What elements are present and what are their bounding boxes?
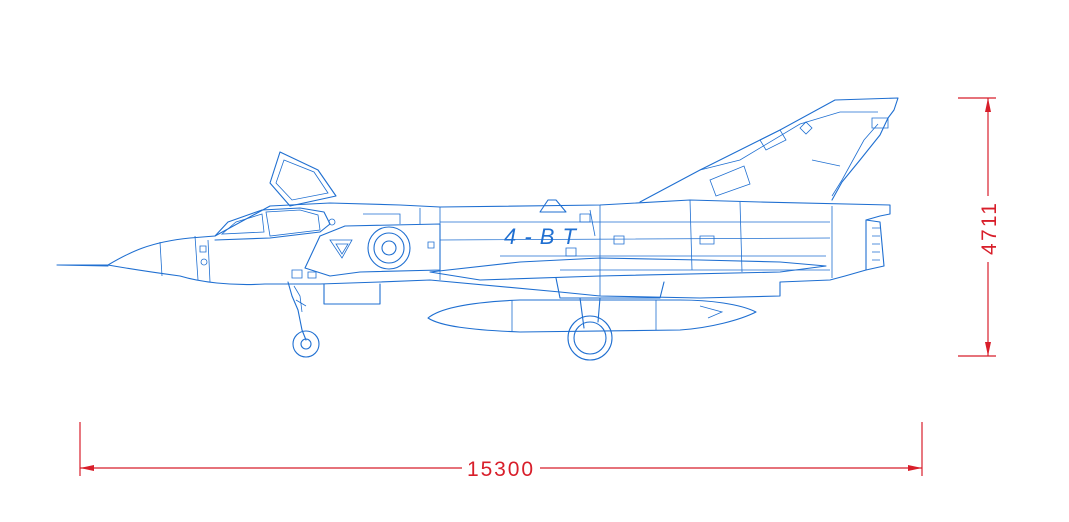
ventral-panel: [323, 283, 381, 305]
open-canopy: [269, 151, 337, 207]
main-landing-gear: [567, 297, 613, 361]
height-arrow-top: [985, 98, 991, 112]
air-intake: [304, 223, 441, 277]
panel-lines: [363, 199, 833, 296]
canopy-frame: [214, 207, 331, 241]
length-dimension: 15300: [79, 422, 923, 481]
nose-landing-gear: [287, 281, 320, 358]
radome-joint: [159, 241, 163, 277]
fuselage-outline: [107, 199, 891, 299]
aircraft-side-view: 4-BT: [56, 97, 899, 361]
exhaust-nozzle: [865, 219, 885, 271]
drop-tank: [427, 299, 757, 333]
length-arrow-right: [908, 465, 922, 471]
pitot-probe: [56, 264, 109, 267]
height-dimension: 4711: [958, 97, 1001, 357]
height-label: 4711: [978, 203, 1001, 255]
dorsal-fairing: [539, 199, 567, 213]
length-arrow-left: [80, 465, 94, 471]
pylon: [555, 277, 665, 299]
vertical-fin: [639, 97, 899, 203]
tail-code: 4-BT: [504, 224, 578, 249]
roundel: [367, 226, 411, 270]
length-label: 15300: [467, 458, 533, 481]
wing-lower-surface: [429, 257, 827, 281]
height-arrow-bottom: [985, 342, 991, 356]
